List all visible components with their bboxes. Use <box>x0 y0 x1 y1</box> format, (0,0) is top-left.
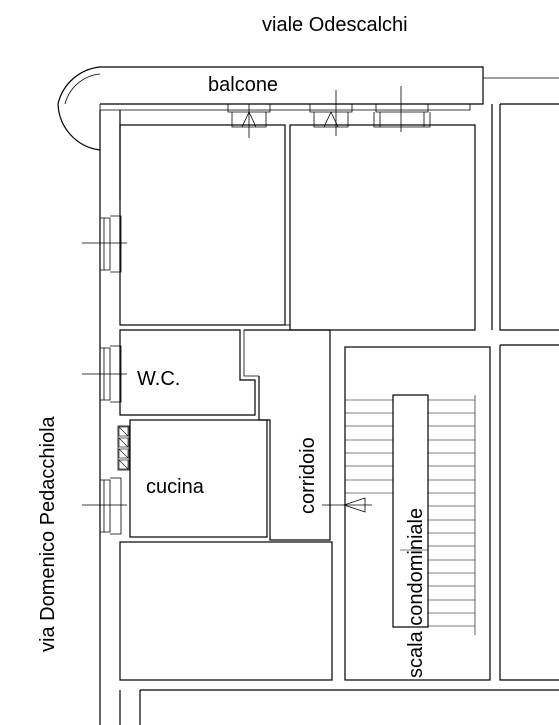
wc-label: W.C. <box>137 368 180 390</box>
balcony-door-1 <box>227 104 271 138</box>
entrance-door <box>322 497 372 513</box>
balcony-door-3 <box>373 86 431 132</box>
balcony <box>57 66 559 151</box>
window-left-3 <box>82 477 127 535</box>
exterior-walls <box>99 103 559 725</box>
kitchen-room <box>117 419 268 538</box>
kitchen-label: cucina <box>146 476 205 498</box>
window-left-2 <box>82 345 127 403</box>
street-label-top: viale Odescalchi <box>262 14 408 36</box>
window-left-1 <box>82 215 127 273</box>
street-label-left: via Domenico Pedacchiola <box>37 415 59 652</box>
stair-well-core <box>392 394 429 628</box>
stairwell <box>344 346 491 681</box>
stove-icon <box>117 425 130 471</box>
upper-left-room <box>119 124 286 326</box>
balcony-door-2 <box>309 90 353 136</box>
stair-steps <box>345 395 476 635</box>
wc-room <box>119 329 259 416</box>
balcony-label: balcone <box>208 74 278 96</box>
upper-right-room <box>289 124 476 331</box>
corridor-label: corridoio <box>297 437 319 514</box>
lower-room <box>119 541 333 681</box>
stairs-label: scala condominiale <box>405 508 427 678</box>
